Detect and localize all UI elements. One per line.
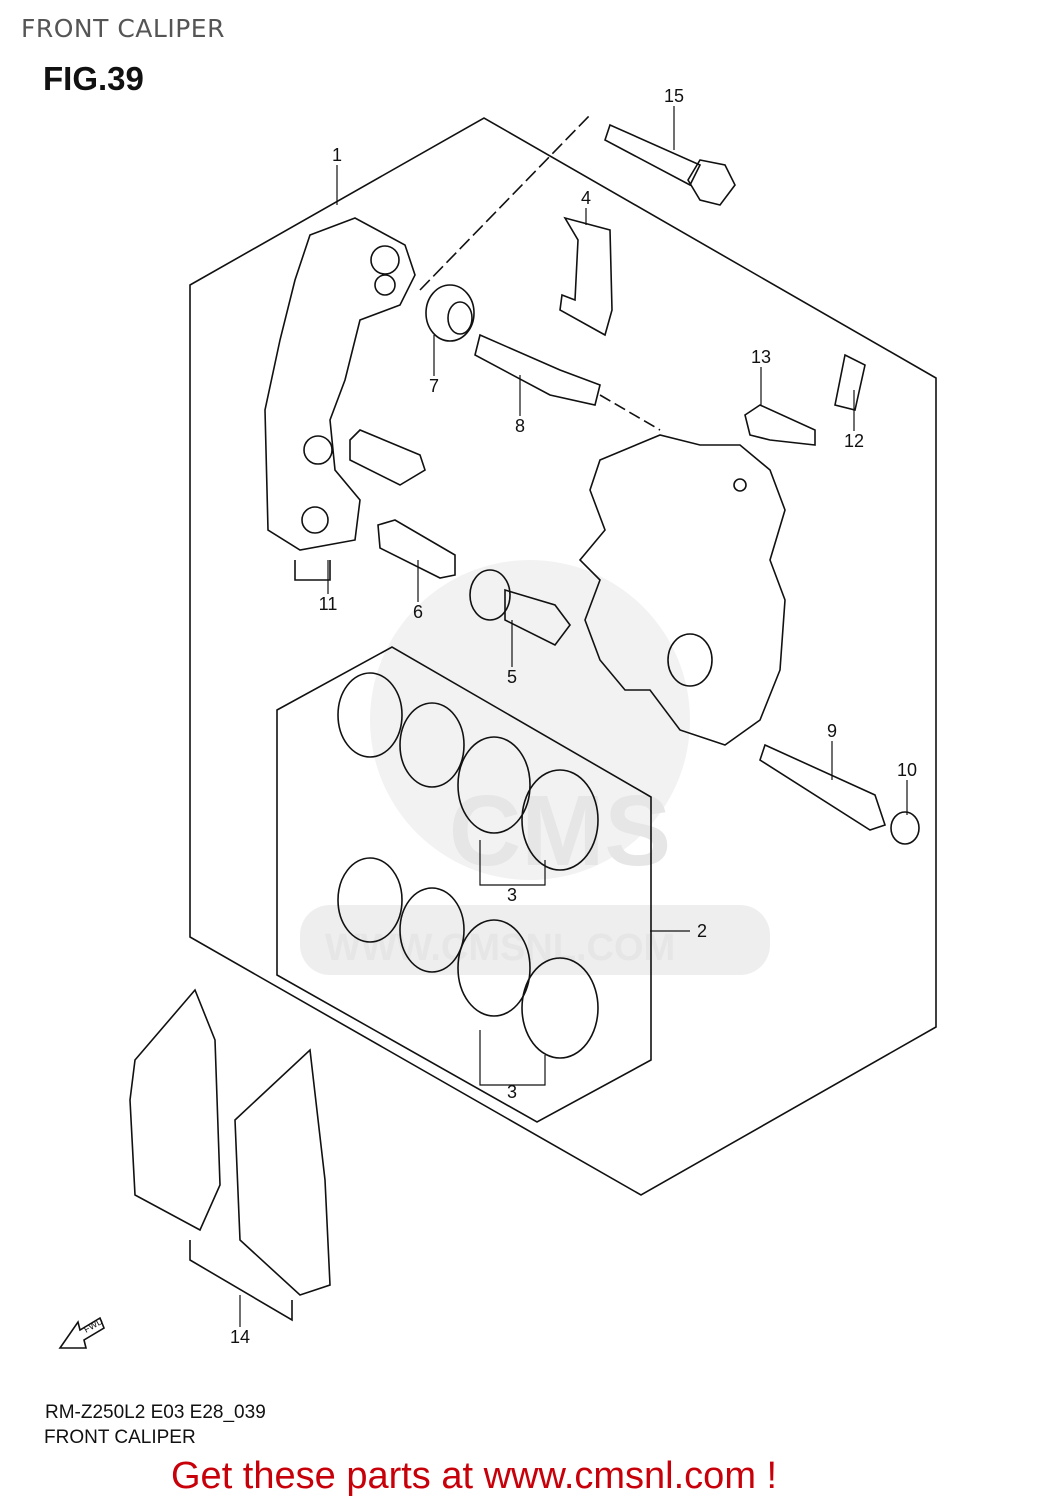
plug-10 [890,811,920,845]
callout-10: 10 [897,760,917,780]
callout-9: 9 [827,721,837,741]
cap-13 [744,404,816,446]
caliper-bracket [264,217,416,581]
bleeder-valve-12 [834,353,866,411]
slide-pin-9 [759,743,887,831]
callout-15: 15 [664,86,684,106]
watermark: CMS WWW.CMSNL.COM [300,560,770,975]
boot-5 [469,569,571,647]
callout-6: 6 [413,602,423,622]
fwd-arrow-icon: FWD [58,1316,105,1349]
callout-7: 7 [429,376,439,396]
callout-3-upper: 3 [507,885,517,905]
piston-set-outline [276,646,652,1123]
callout-2: 2 [697,921,707,941]
watermark-url: WWW.CMSNL.COM [325,927,675,969]
boot-7 [425,284,475,342]
page-header-title: FRONT CALIPER [21,14,225,43]
leader-lines [239,106,908,1327]
footer-caption: FRONT CALIPER [44,1427,196,1448]
brake-pads-14 [129,988,331,1322]
caliper-body [578,434,786,746]
slide-pin-8 [474,333,661,431]
callout-4: 4 [581,188,591,208]
pistons-and-seals [337,672,599,1059]
callout-3-lower: 3 [507,1082,517,1102]
pad-retainer-11 [349,429,426,486]
pad-spring-4 [559,216,613,337]
bolt-15 [419,114,736,291]
callout-12: 12 [844,431,864,451]
figure-number: FIG.39 [43,60,144,97]
callout-5: 5 [507,667,517,687]
callout-14: 14 [230,1327,250,1347]
callout-11: 11 [319,594,338,614]
caliper-assembly-outline [189,117,937,1196]
callout-13: 13 [751,347,771,367]
model-code: RM-Z250L2 E03 E28_039 [45,1402,266,1423]
promo-link[interactable]: Get these parts at www.cmsnl.com ! [171,1455,778,1497]
watermark-logo: CMS [449,775,671,887]
slide-pin-6 [377,519,456,579]
callout-1: 1 [332,145,342,165]
callout-8: 8 [515,416,525,436]
